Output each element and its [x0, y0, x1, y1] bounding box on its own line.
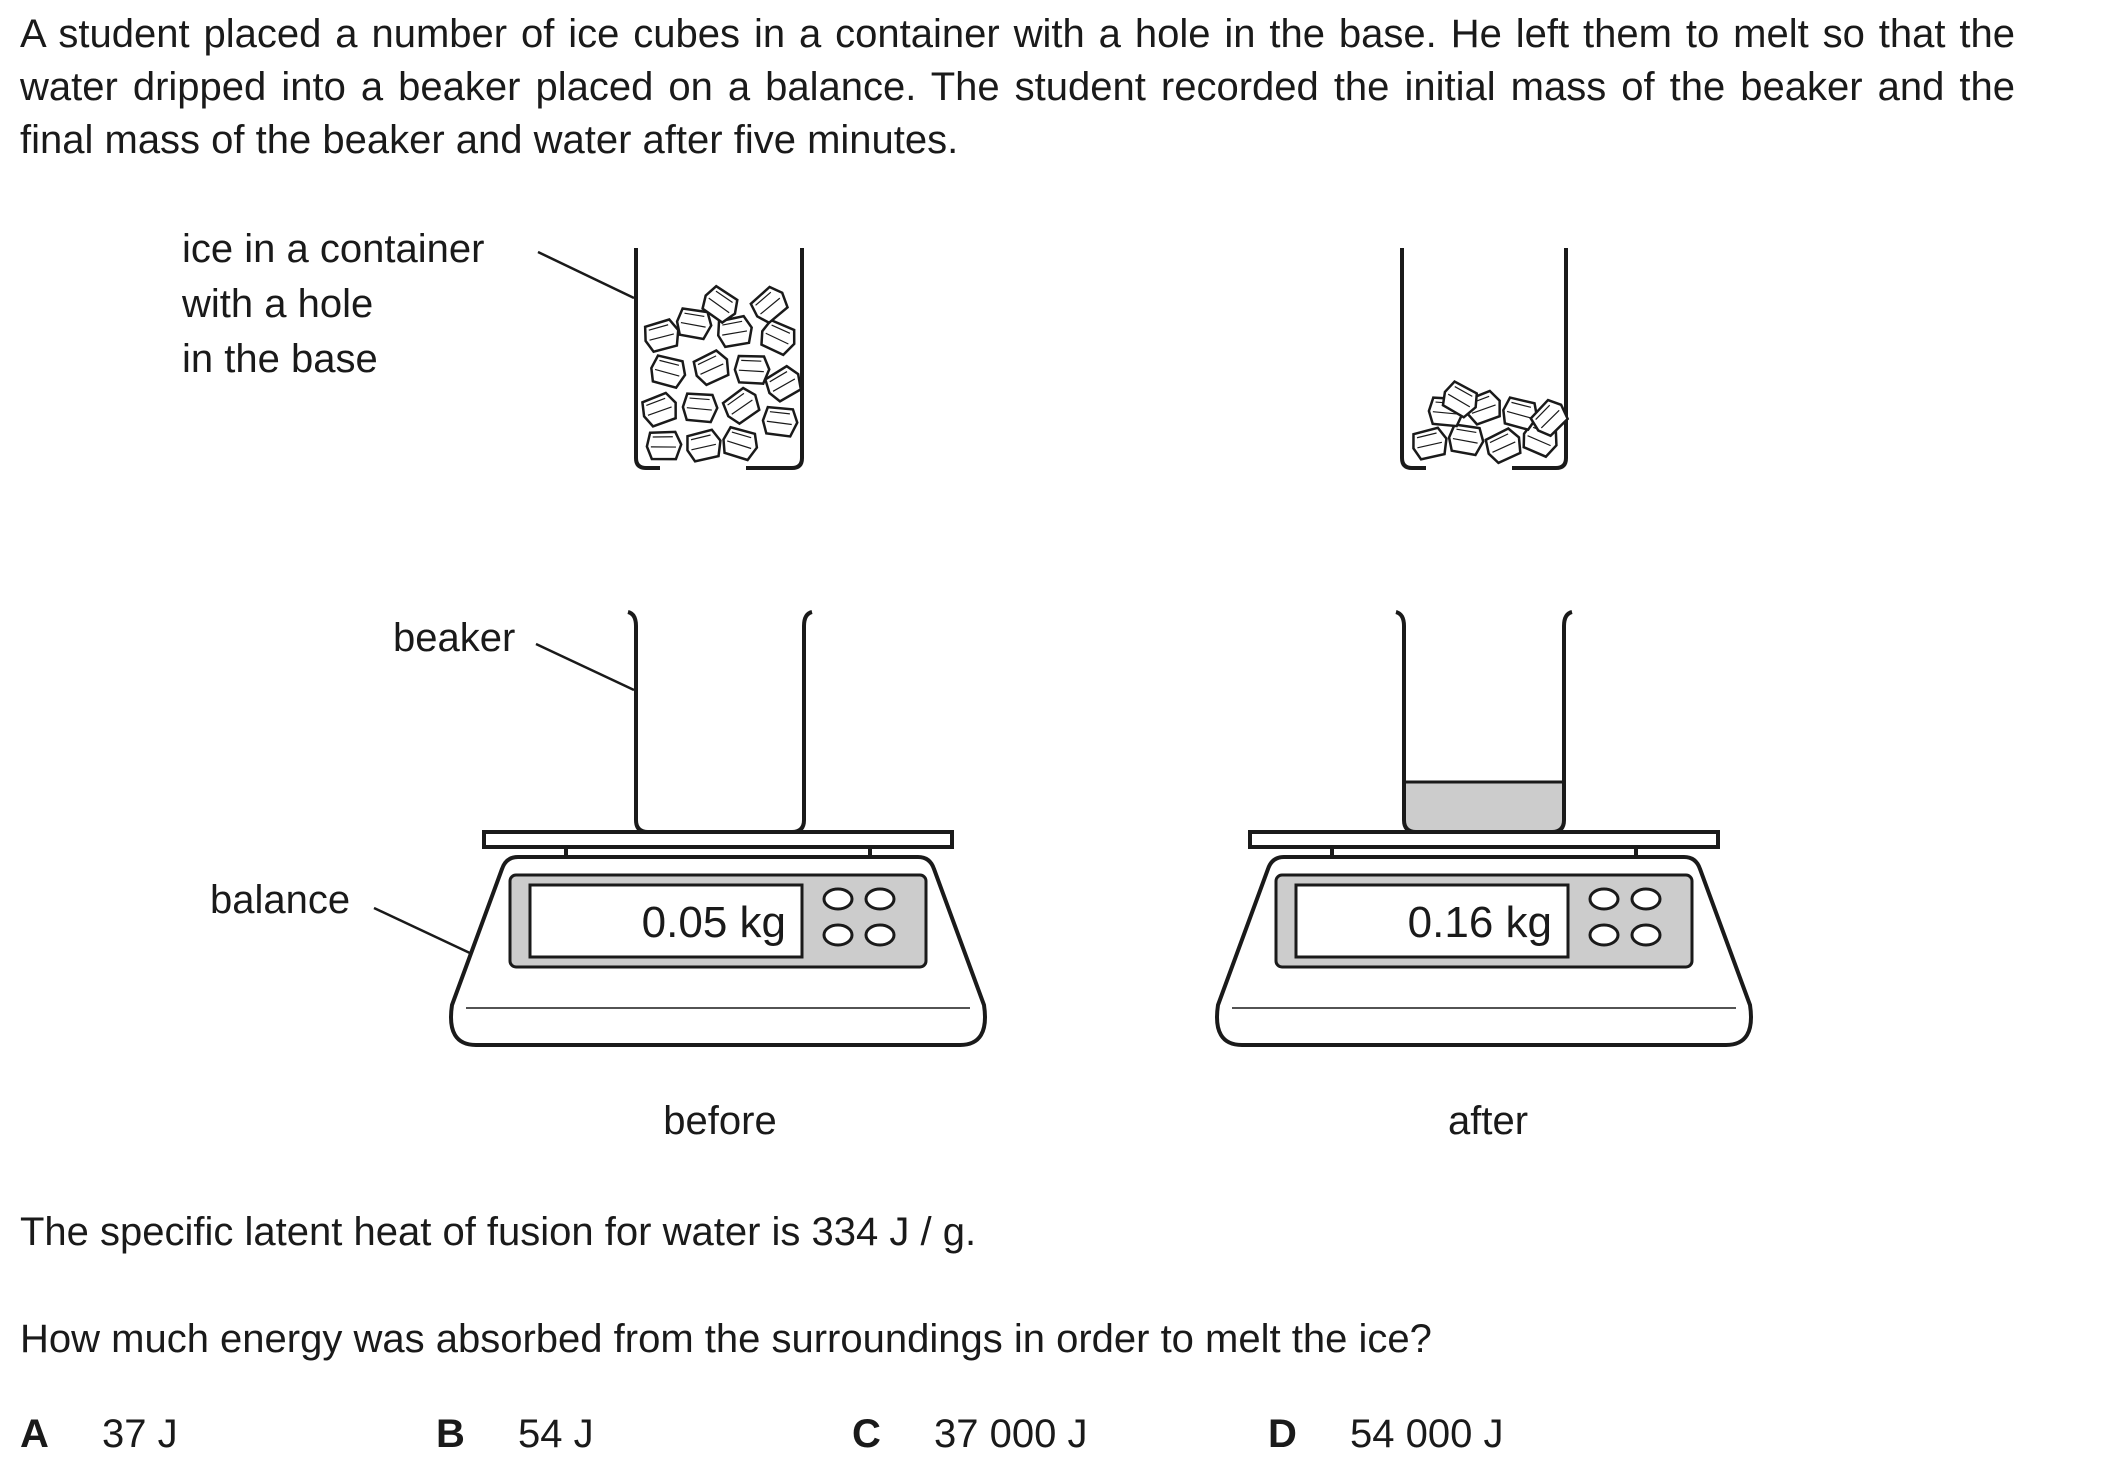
- label-ice-container: ice in a container with a hole in the ba…: [181, 227, 635, 381]
- label-ice-container-line2: with a hole: [181, 282, 373, 326]
- balance-reading-after: 0.16 kg: [1408, 898, 1552, 947]
- ice-cubes-after: [1409, 376, 1574, 467]
- option-b-letter: B: [436, 1412, 465, 1456]
- label-beaker: beaker: [393, 616, 635, 692]
- option-c-text: 37 000 J: [934, 1412, 1088, 1456]
- option-c[interactable]: C 37 000 J: [852, 1410, 1087, 1458]
- water-level: [1404, 782, 1564, 832]
- question-prompt: How much energy was absorbed from the su…: [20, 1317, 1432, 1361]
- leader-line-balance: [373, 906, 473, 956]
- latent-heat-statement: The specific latent heat of fusion for w…: [20, 1210, 977, 1254]
- label-beaker-text: beaker: [393, 616, 515, 660]
- option-b-text: 54 J: [518, 1412, 594, 1456]
- ice-container-after: [1400, 248, 1568, 470]
- caption-before: before: [663, 1099, 776, 1143]
- label-ice-container-line1: ice in a container: [182, 227, 484, 271]
- caption-after: after: [1448, 1099, 1528, 1143]
- label-ice-container-line3: in the base: [182, 337, 378, 381]
- answer-options: A 37 J B 54 J C 37 000 J D 54 000 J: [20, 1410, 1720, 1460]
- ice-container-before: [634, 248, 804, 470]
- leader-line-beaker: [535, 642, 635, 692]
- label-balance-text: balance: [210, 878, 350, 922]
- question-intro: A student placed a number of ice cubes i…: [20, 12, 2015, 162]
- option-b[interactable]: B 54 J: [436, 1410, 594, 1458]
- beaker-after: [1395, 610, 1573, 834]
- balance-reading-before: 0.05 kg: [642, 898, 786, 947]
- balance-after: 0.16 kg: [1215, 830, 1753, 1047]
- ice-cubes-before: [638, 281, 807, 465]
- option-d[interactable]: D 54 000 J: [1268, 1410, 1503, 1458]
- option-a-letter: A: [20, 1412, 49, 1456]
- option-a[interactable]: A 37 J: [20, 1410, 178, 1458]
- option-d-text: 54 000 J: [1350, 1412, 1504, 1456]
- option-a-text: 37 J: [102, 1412, 178, 1456]
- option-d-letter: D: [1268, 1412, 1297, 1456]
- balance-before: 0.05 kg: [449, 830, 987, 1047]
- option-c-letter: C: [852, 1412, 881, 1456]
- leader-line-container: [537, 250, 635, 300]
- label-balance: balance: [210, 878, 473, 956]
- beaker-before: [627, 610, 813, 834]
